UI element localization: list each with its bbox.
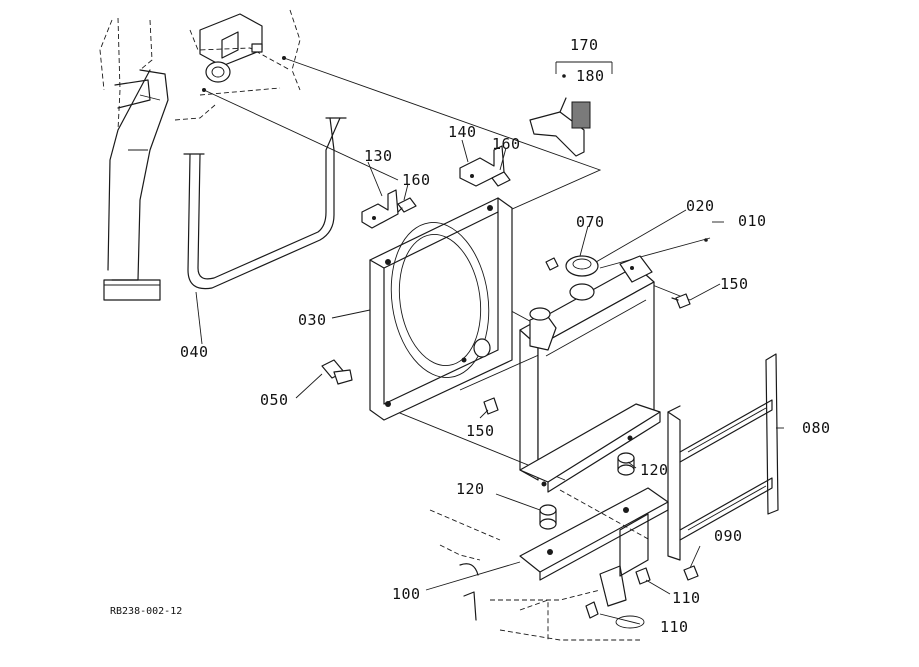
callout-010: 010 — [738, 212, 767, 230]
radiator-010 — [519, 255, 661, 493]
figure-code: RB238-002-12 — [110, 606, 183, 617]
callout-170: 170 — [570, 36, 599, 54]
label-180 — [571, 101, 591, 129]
plate-170 — [529, 61, 613, 157]
callout-090: 090 — [714, 527, 743, 545]
callout-110-a: 110 — [672, 589, 701, 607]
screw-070 — [545, 257, 559, 271]
callout-150-b: 150 — [466, 422, 495, 440]
frame-context — [99, 9, 301, 301]
bolt-160-b — [491, 171, 511, 187]
fan-shroud-030 — [369, 197, 513, 421]
mount-120-b — [617, 452, 635, 476]
callout-100: 100 — [392, 585, 421, 603]
callout-160-a: 160 — [402, 171, 431, 189]
callout-070: 070 — [576, 213, 605, 231]
bracket-140 — [459, 145, 505, 187]
callout-020: 020 — [686, 197, 715, 215]
hose-040 — [183, 117, 347, 290]
bolt-150-a — [671, 293, 691, 309]
bolt-050 — [321, 359, 353, 385]
callout-130: 130 — [364, 147, 393, 165]
callout-leaders — [195, 139, 784, 625]
mount-120-a — [539, 504, 557, 530]
bolt-110-b — [585, 601, 599, 619]
bracket-130 — [361, 189, 399, 229]
callout-110-b: 110 — [660, 618, 689, 636]
lower-context — [429, 489, 651, 641]
callout-180: 180 — [576, 67, 605, 85]
callout-140: 140 — [448, 123, 477, 141]
callout-080: 080 — [802, 419, 831, 437]
callout-050: 050 — [260, 391, 289, 409]
bolt-090 — [683, 565, 699, 581]
callout-120-b: 120 — [640, 461, 669, 479]
base-bracket-100 — [519, 487, 669, 581]
callout-120-a: 120 — [456, 480, 485, 498]
callout-040: 040 — [180, 343, 209, 361]
callout-160-b: 160 — [492, 135, 521, 153]
callout-030: 030 — [298, 311, 327, 329]
callout-150-a: 150 — [720, 275, 749, 293]
bolt-160-a — [397, 197, 417, 213]
